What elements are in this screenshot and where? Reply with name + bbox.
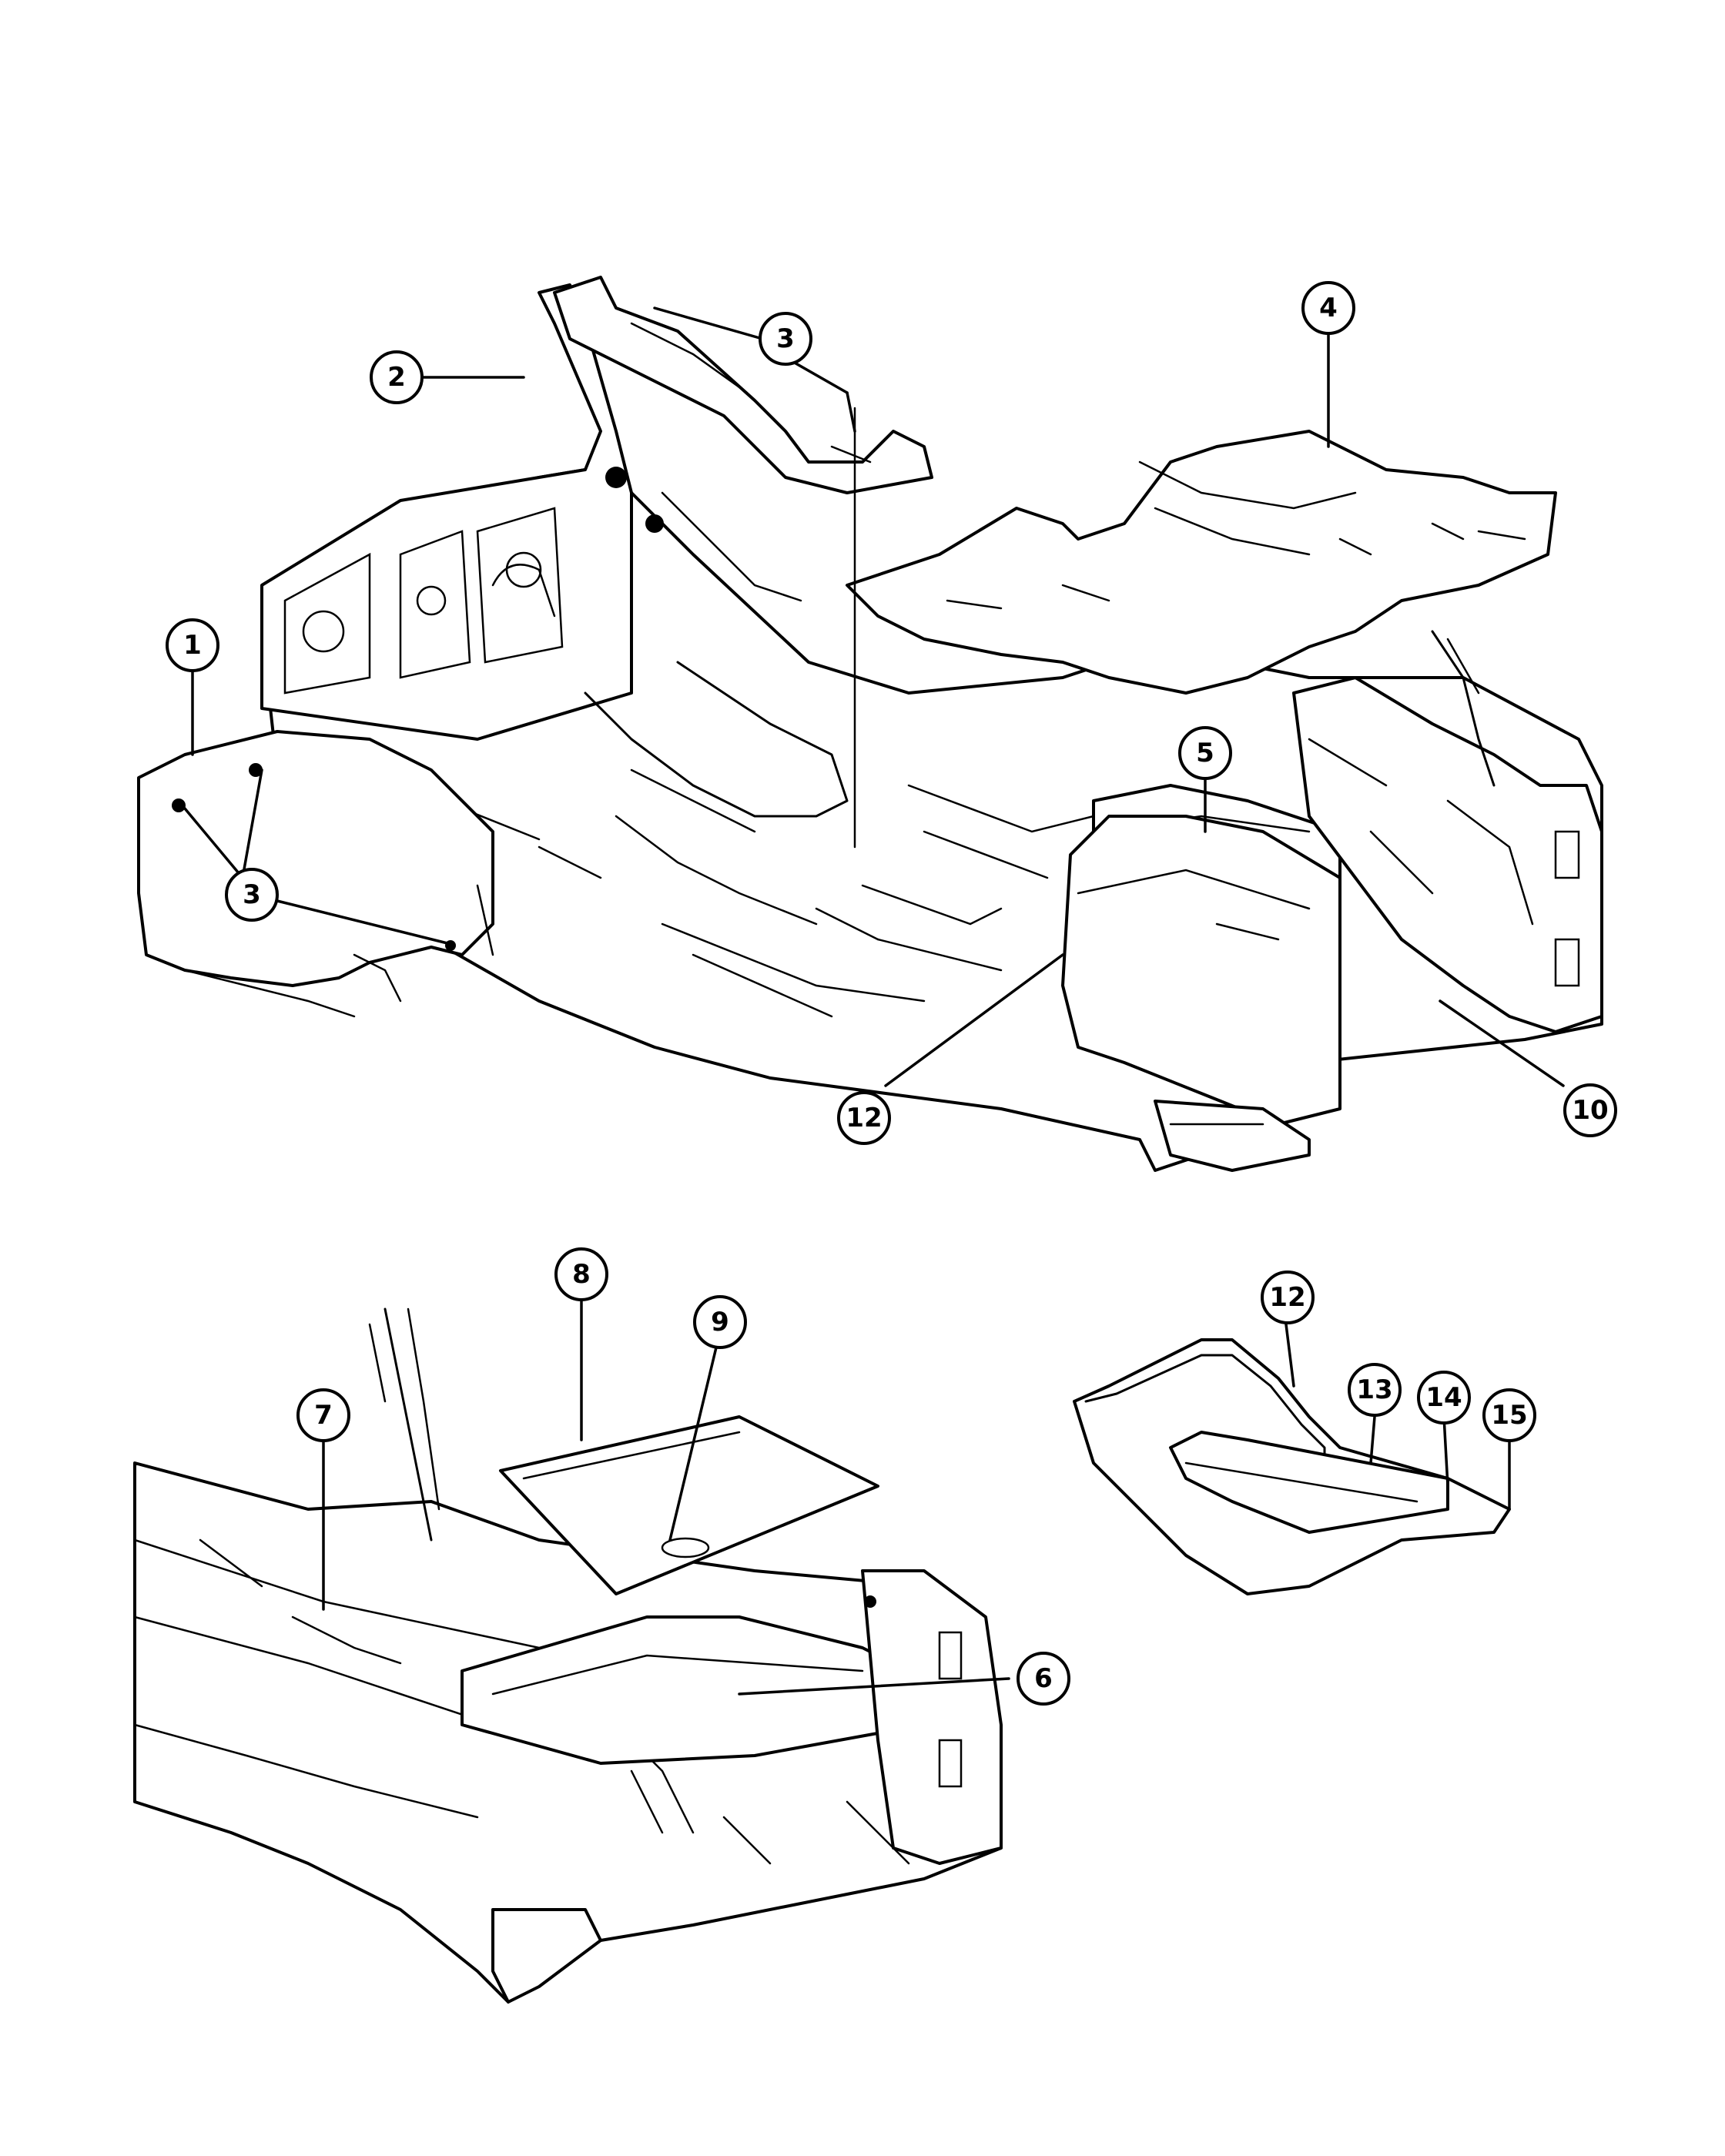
callout-14: 14 [1417, 1371, 1471, 1424]
callout-15-label: 15 [1491, 1400, 1527, 1431]
rocker-sill [1154, 1100, 1311, 1172]
callout-5-label: 5 [1196, 738, 1214, 768]
callout-14-label: 14 [1425, 1382, 1462, 1413]
callout-3-top-label: 3 [776, 323, 795, 354]
callout-15: 15 [1482, 1388, 1536, 1442]
mat-detail-view [1073, 1338, 1511, 1595]
carpet-front-left [137, 730, 494, 987]
callout-2: 2 [370, 350, 424, 404]
callout-12-top: 12 [837, 1091, 891, 1145]
callout-3-top: 3 [759, 312, 812, 366]
callout-4-label: 4 [1319, 293, 1338, 323]
cargo-wheelhouse [861, 1569, 1003, 1865]
callout-7-label: 7 [314, 1400, 333, 1431]
center-tunnel [584, 661, 849, 818]
cargo-pillar [384, 1307, 433, 1542]
callout-3-bottom-label: 3 [243, 879, 261, 910]
callout-2-label: 2 [387, 362, 406, 393]
rear-pillar [1431, 630, 1496, 787]
callout-1-label: 1 [183, 630, 202, 661]
callout-13-label: 13 [1356, 1374, 1392, 1405]
load-floor-panel [499, 1415, 879, 1595]
leader-lines [183, 306, 1565, 1696]
callout-5: 5 [1178, 726, 1232, 780]
callout-7: 7 [296, 1388, 350, 1442]
carpet-rear [1061, 815, 1341, 1126]
callout-6: 6 [1017, 1652, 1070, 1706]
callout-8: 8 [554, 1247, 608, 1301]
rear-cargo-view [133, 1307, 1003, 2004]
callout-12-mat-label: 12 [1269, 1282, 1305, 1313]
callout-4: 4 [1301, 281, 1355, 335]
callout-12-top-label: 12 [846, 1103, 882, 1133]
rear-quarter-panel [1292, 676, 1603, 1033]
callout-9-label: 9 [711, 1307, 729, 1337]
mat-heel-pad [1169, 1431, 1449, 1534]
callout-13: 13 [1348, 1363, 1402, 1417]
callout-1: 1 [166, 618, 219, 672]
callout-6-label: 6 [1034, 1663, 1053, 1694]
dash-panel [260, 283, 633, 741]
callout-10-label: 10 [1572, 1095, 1608, 1126]
callout-12-mat: 12 [1261, 1270, 1315, 1324]
callout-9: 9 [693, 1295, 747, 1349]
cargo-sill [491, 1908, 602, 2004]
callout-10: 10 [1563, 1083, 1617, 1137]
callout-8-label: 8 [572, 1259, 591, 1290]
top-assembly-view [137, 276, 1603, 1172]
carpet-front [846, 430, 1557, 695]
floor-mat-inner [1084, 1354, 1326, 1465]
callout-3-bottom: 3 [225, 868, 279, 922]
